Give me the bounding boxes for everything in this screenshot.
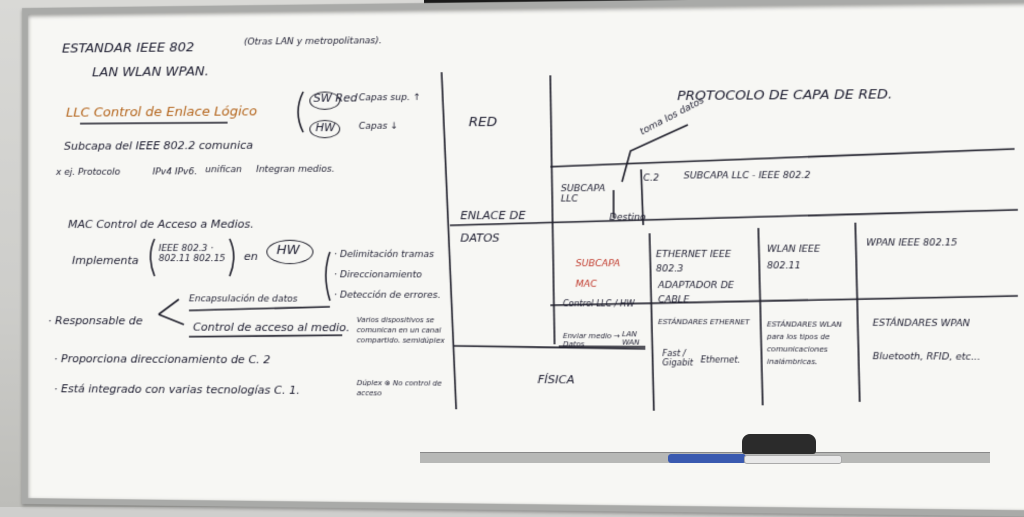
duplex-text: Dúplex ⊗ No control de acceso xyxy=(356,379,442,398)
std-wlan: ESTÁNDARES WLAN para los tipos de comuni… xyxy=(766,320,842,367)
std-wpan: ESTÁNDARES WPAN xyxy=(872,318,970,330)
wlan-cell: WLAN IEEE 802.11 xyxy=(766,244,821,272)
bullet-deteccion: · Detección de errores. xyxy=(334,290,441,301)
white-marker xyxy=(744,455,842,464)
implementa-text: Implementa xyxy=(72,253,139,268)
subcapa-llc-cell: SUBCAPA LLC xyxy=(560,183,606,205)
control-acceso-text: Control de acceso al medio. xyxy=(193,320,350,335)
blue-marker xyxy=(668,454,746,463)
protocol-list: IPv4 IPv6. xyxy=(152,167,198,178)
header-note: (Otras LAN y metropolitanas). xyxy=(243,36,382,48)
header-subtitle: LAN WLAN WPAN. xyxy=(92,64,209,81)
header-title: ESTANDAR IEEE 802 xyxy=(61,40,195,57)
protocolo-red-text: PROTOCOLO DE CAPA DE RED. xyxy=(677,86,893,105)
varios-text: Varios dispositivos se comunican en un c… xyxy=(356,315,445,345)
sublayer-text: Subcapa del IEEE 802.2 comunica xyxy=(63,138,254,153)
mac-title: MAC Control de Acceso a Medios. xyxy=(67,217,254,231)
adaptador-text: ADAPTADOR DE CABLE xyxy=(658,280,735,306)
llc-title: LLC Control de Enlace Lógico xyxy=(65,104,258,121)
sw-note: Capas sup. ↑ xyxy=(358,92,421,104)
whiteboard: ESTANDAR IEEE 802 LAN WLAN WPAN. (Otras … xyxy=(22,0,1024,517)
lan-wan: LAN WAN xyxy=(622,330,640,347)
bullet-direccionamiento: · Direccionamiento xyxy=(334,270,422,281)
protocol-prefix: x ej. Protocolo xyxy=(55,167,121,178)
en-label: en xyxy=(243,249,258,264)
std-ethernet: ESTÁNDARES ETHERNET xyxy=(658,317,750,327)
hw-label: HW xyxy=(315,120,336,135)
destino-text: Destino xyxy=(609,212,646,224)
proporciona-text: · Proporciona direccionamiento de C. 2 xyxy=(53,352,271,367)
c2-label: C.2 xyxy=(643,173,660,184)
enviar-medio: Enviar medio → Datos xyxy=(562,331,621,349)
hw-note: Capas ↓ xyxy=(358,121,399,132)
ethernet-small: Ethernet. xyxy=(700,355,741,365)
enlace-label: ENLACE DE DATOS xyxy=(460,208,526,245)
bullet-delimitacion: · Delimitación tramas xyxy=(334,249,435,261)
fisica-label: FÍSICA xyxy=(537,372,575,387)
subcapa-mac-cell: SUBCAPA MAC xyxy=(575,259,620,290)
center-divider xyxy=(442,72,457,409)
subcapa-llc-ieee: SUBCAPA LLC - IEEE 802.2 xyxy=(683,170,811,182)
fast-gigabit: Fast / Gigabit xyxy=(662,348,694,368)
eraser xyxy=(742,434,816,454)
ethernet-cell: ETHERNET IEEE 802.3 xyxy=(655,249,731,275)
unifican-text: unifican xyxy=(205,165,242,176)
wpan-cell: WPAN IEEE 802.15 xyxy=(866,238,958,249)
en-hw: HW xyxy=(276,242,300,259)
encapsulacion-text: Encapsulación de datos xyxy=(188,294,298,305)
responsable-text: · Responsable de xyxy=(47,314,143,328)
standards-list: IEEE 802.3 · 802.11 802.15 xyxy=(158,243,226,265)
control-llc-hw: Control LLC / HW xyxy=(562,299,635,309)
red-label: RED xyxy=(468,114,498,131)
bluetooth-text: Bluetooth, RFID, etc... xyxy=(872,351,981,363)
sw-label: SW Red xyxy=(313,91,358,105)
integrar-text: Integran medios. xyxy=(256,164,335,176)
integrado-text: · Está integrado con varias tecnologías … xyxy=(53,382,300,397)
